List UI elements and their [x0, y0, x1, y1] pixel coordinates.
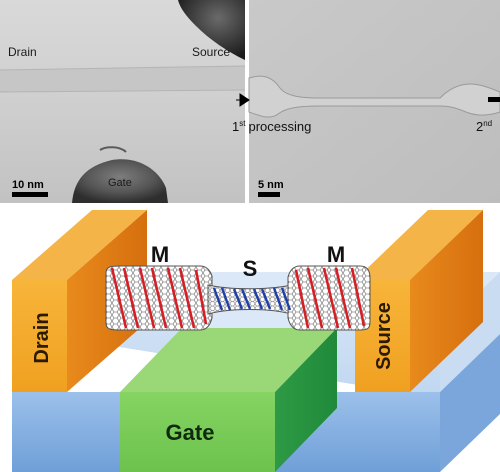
scale-bar-5nm — [258, 192, 280, 197]
semiconducting-helix — [212, 287, 292, 311]
tem-left-gate-label: Gate — [108, 177, 132, 189]
semiconductor-label: S — [243, 256, 258, 281]
metallic-helix-right — [294, 267, 366, 329]
source-label: Source — [373, 302, 395, 370]
scale-bar-10nm — [12, 192, 48, 197]
arrow-marker-icon — [488, 97, 500, 102]
drain-label: Drain — [31, 312, 53, 363]
tem-right-scale-label: 5 nm — [258, 179, 284, 191]
metal-right-label: M — [327, 242, 345, 267]
gate-electrode — [120, 328, 337, 472]
metallic-helix-left — [110, 267, 208, 329]
tem-image-left — [0, 0, 246, 203]
tem-image-right — [236, 0, 500, 203]
arrow-right-icon — [236, 93, 250, 107]
tem-left-drain-label: Drain — [8, 45, 37, 59]
tem-left-scale-label: 10 nm — [12, 179, 44, 191]
tem-left-source-label: Source — [192, 45, 230, 59]
metal-left-label: M — [151, 242, 169, 267]
device-schematic — [12, 210, 500, 472]
gate-label: Gate — [166, 420, 215, 445]
second-processing-label: 2nd — [476, 119, 492, 134]
carbon-nanotube — [105, 265, 371, 331]
